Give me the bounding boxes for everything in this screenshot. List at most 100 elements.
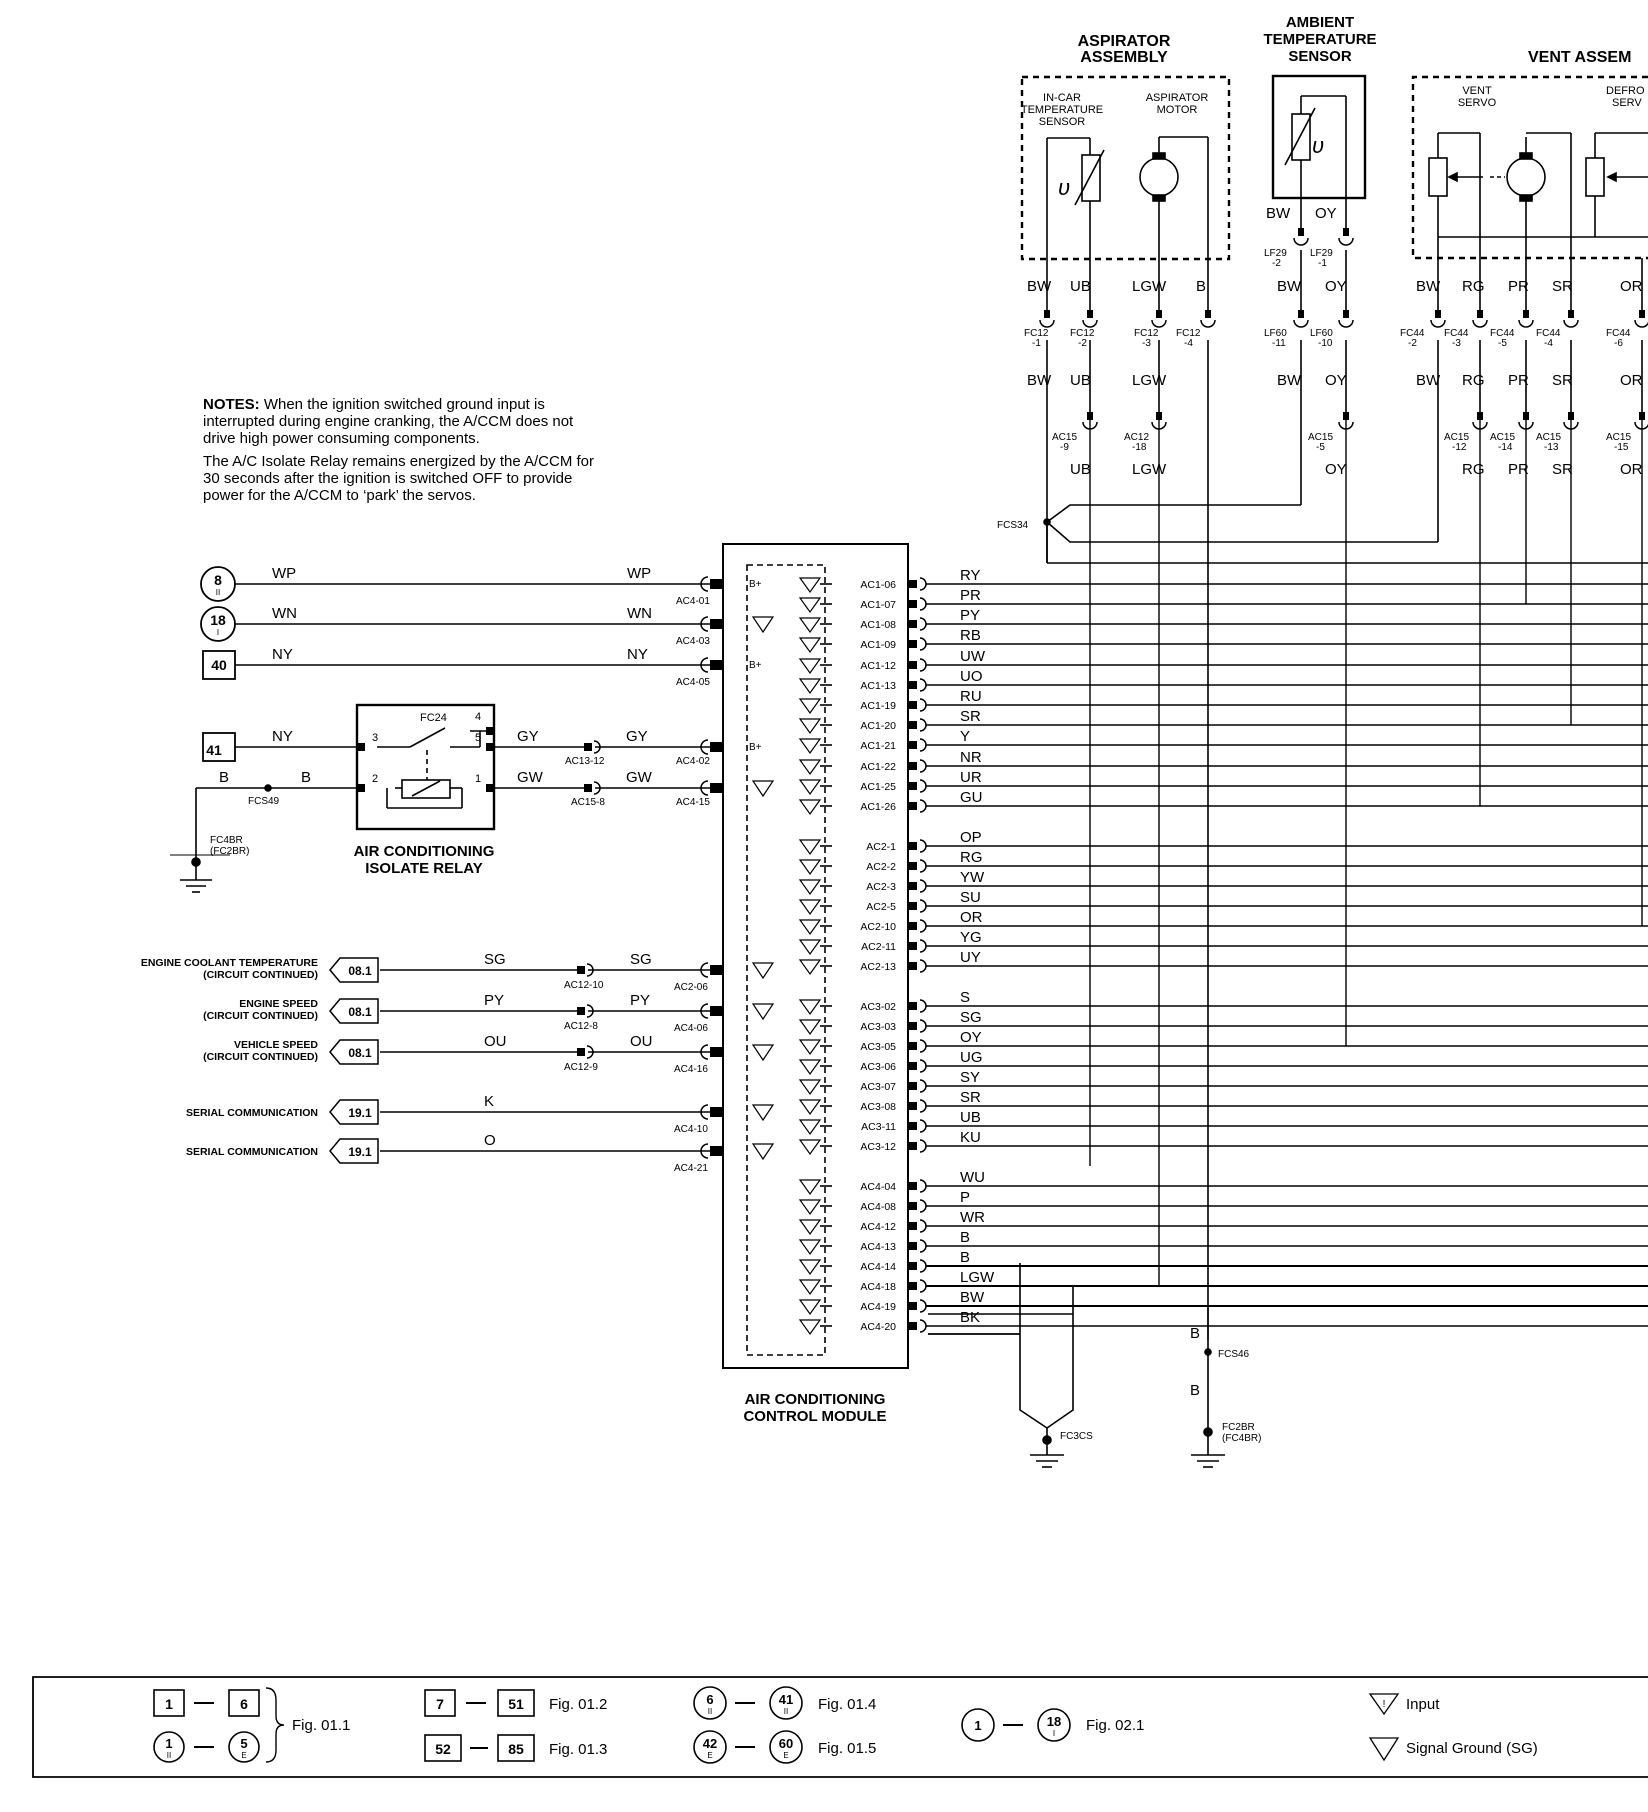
pin-triangle [798,597,822,614]
pin-triangle [798,1179,822,1196]
circuit-ref-circle [200,566,236,602]
legend-fig: Fig. 01.3 [549,1741,607,1758]
inline-connector [593,740,601,754]
pin-connector [700,1044,709,1060]
wire-label: SR [1552,278,1573,295]
connector [1523,412,1529,420]
pin-connector [909,1062,917,1070]
connector [1435,310,1441,318]
pin-connector [919,617,927,631]
connector [1639,412,1645,420]
wire-label: B [960,1249,970,1266]
pin-connector [700,1143,709,1159]
connector [1343,412,1349,420]
pin-connector [909,942,917,950]
inline-connector [584,743,592,751]
connector-label: -18 [1132,442,1147,453]
connector-label: -9 [1060,442,1069,453]
signal-label: ENGINE SPEED [239,998,318,1010]
pin-label: AC3-05 [860,1041,896,1053]
aspirator-assembly-box [1020,75,1231,261]
pin-connector [919,1199,927,1213]
pin-connector [700,657,709,673]
connector-label: -2 [1272,258,1281,269]
pin-connector [919,1259,927,1273]
wire-label: WN [627,605,652,622]
connector [1298,228,1304,236]
wire-label: BW [1027,372,1052,389]
connector [1151,319,1167,328]
legend-circle-sub: II [708,1707,712,1716]
wire-label: BW [1277,278,1302,295]
connector-label: AC12-10 [564,980,604,991]
pin-triangle [798,1279,822,1296]
legend-circle-ref: 60 [779,1736,793,1751]
connector [1472,319,1488,328]
connector-label: -1 [1032,338,1041,349]
wire-label: PY [630,992,650,1009]
circuit-ref-box [202,650,236,680]
wire-label: OR [960,909,983,926]
connector-label: -15 [1614,442,1629,453]
pin-connector [919,799,927,813]
connector-label: -3 [1452,338,1461,349]
connector [1044,310,1050,318]
wire-label: SU [960,889,981,906]
wire-label: SR [960,1089,981,1106]
connector [1430,319,1446,328]
connector [1563,319,1579,328]
pin-connector [909,902,917,910]
relay-pin: 5 [475,732,481,744]
connector-label: AC15 [1308,432,1333,443]
signal-label: (CIRCUIT CONTINUED) [203,1010,318,1022]
pin-connector [909,640,917,648]
signal-label: (CIRCUIT CONTINUED) [203,1051,318,1063]
page-ref-flag [329,957,379,983]
pin-connector [710,1146,723,1156]
legend-box-ref: 85 [508,1741,524,1757]
legend-circle-ref: 5 [240,1736,247,1751]
in-car-label: SENSOR [1039,116,1086,128]
pin-connector [919,1299,927,1313]
wire-label: SR [960,708,981,725]
circuit-ref: 18 [210,612,226,628]
pin-label: AC4-14 [860,1261,896,1273]
pin-label: AC2-10 [860,921,896,933]
connector-label: FC44 [1400,328,1425,339]
legend-fig: Fig. 01.2 [549,1696,607,1713]
wire-label: LGW [1132,372,1167,389]
connector-label: -5 [1498,338,1507,349]
pin-connector [909,661,917,669]
page-ref: 08.1 [348,964,372,978]
pin-connector [710,742,723,752]
ambient-title: AMBIENT [1286,14,1354,31]
pin-triangle [751,616,775,634]
wire-label: WN [272,605,297,622]
wire-label: B [1190,1382,1200,1399]
connector [1568,310,1574,318]
pin-triangle [798,779,822,796]
pin-connector [909,1122,917,1130]
pin-triangle [798,799,822,816]
pin-connector [919,678,927,692]
legend-circle-sub: E [783,1751,788,1760]
legend-fig: Fig. 01.4 [818,1696,876,1713]
legend-circle-sub: II [784,1707,788,1716]
pin-connector [919,1179,927,1193]
wire-label: B [1190,1325,1200,1342]
wire-label: NR [960,749,982,766]
connector-label: LF60 [1264,328,1287,339]
connector-label: -1 [1318,258,1327,269]
legend-input: Input [1406,1696,1440,1713]
defrost-servo-label: SERV [1612,97,1642,109]
wire-label: UB [960,1109,981,1126]
ground-label: FC4BR [210,835,243,846]
wire-label: OU [630,1033,653,1050]
pin-label: AC4-19 [860,1301,896,1313]
connector-label: -12 [1452,442,1467,453]
vent-assembly-box [1411,75,1648,260]
pin-label: AC4-12 [860,1221,896,1233]
relay-title: ISOLATE RELAY [365,860,483,877]
thermistor-symbol: υ [1312,133,1324,158]
pin-symbol: B+ [749,579,762,590]
